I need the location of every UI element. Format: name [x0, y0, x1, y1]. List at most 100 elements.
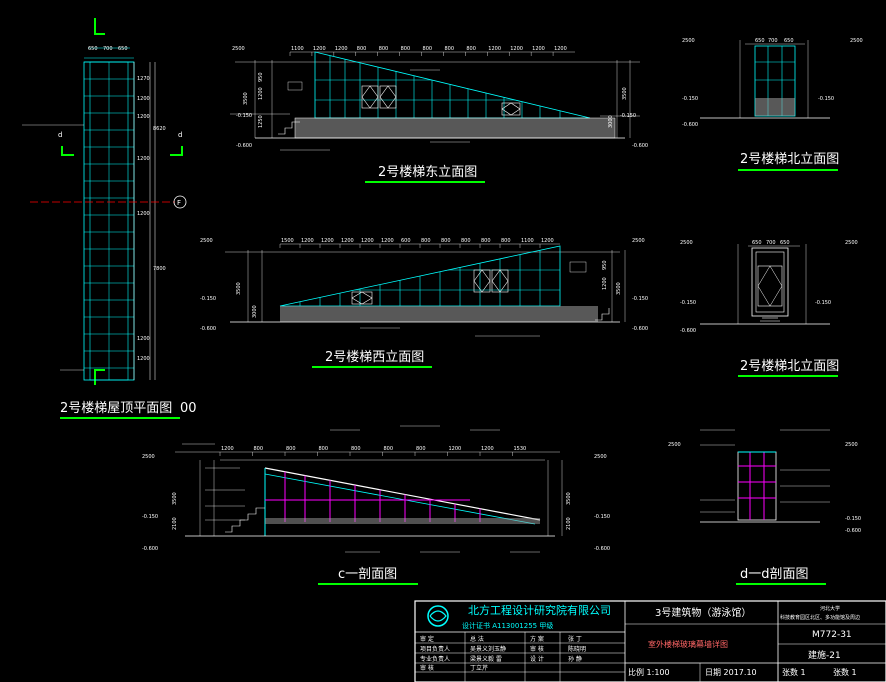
cell: 陈晓明 — [568, 645, 586, 653]
roof-plan-view: F d d 650 700 650 1270 1200 1200 1200 12… — [22, 18, 197, 419]
roof-top-dims: 650 700 650 — [88, 46, 128, 52]
level: -0.150 — [594, 514, 610, 520]
level: 2500 — [632, 238, 645, 244]
level: 2500 — [668, 442, 681, 448]
cell: 孙 静 — [568, 655, 582, 663]
level: -0.150 — [845, 516, 861, 522]
sheet-number: 张数 1 — [833, 667, 857, 677]
dim: 650 — [752, 240, 762, 246]
east-mullions — [315, 55, 561, 118]
cell: 审 定 — [420, 635, 434, 643]
dim: 3000 — [608, 115, 614, 128]
cell: 项目负责人 — [420, 645, 450, 653]
dim: 1200 — [321, 238, 334, 244]
dim: 1250 — [258, 115, 264, 128]
level: 2500 — [594, 454, 607, 460]
dim: 700 — [766, 240, 776, 246]
level: -0.600 — [236, 143, 252, 149]
scale: 比例 1:100 — [628, 667, 670, 677]
level: -0.600 — [594, 546, 610, 552]
dim: 950 — [602, 260, 608, 270]
dim: 700 — [768, 38, 778, 44]
dim: 1200 — [335, 46, 348, 52]
level: -0.600 — [632, 326, 648, 332]
cell: 吴景义刘玉静 — [470, 645, 506, 653]
dim: 800 — [416, 446, 426, 452]
section-mark-top — [94, 18, 105, 35]
dim: 800 — [357, 46, 367, 52]
north2-title: 2号楼梯北立面图 — [740, 359, 839, 374]
section-d-leaders — [700, 429, 830, 513]
dim: 2100 — [172, 517, 178, 530]
dim: 800 — [421, 238, 431, 244]
dim: 600 — [401, 238, 411, 244]
dim: 800 — [481, 238, 491, 244]
dim: 650 — [755, 38, 765, 44]
dim: 800 — [423, 46, 433, 52]
dim: 1500 — [281, 238, 294, 244]
dim: 800 — [351, 446, 361, 452]
dim: 3000 — [252, 305, 258, 318]
cell: 丁立芹 — [470, 664, 488, 672]
dim: 650 — [88, 46, 98, 52]
level: 2500 — [200, 238, 213, 244]
level: -0.150 — [632, 296, 648, 302]
dim: 800 — [401, 46, 411, 52]
level: -0.600 — [680, 328, 696, 334]
dim: 1200 — [541, 238, 554, 244]
cell: 方 案 — [530, 635, 544, 643]
dim: 1200 — [554, 46, 567, 52]
level: -0.600 — [200, 326, 216, 332]
dim: 1200 — [532, 46, 545, 52]
dim: 1200 — [449, 446, 462, 452]
level: -0.150 — [142, 514, 158, 520]
dim: 1200 — [221, 446, 234, 452]
level: 2500 — [682, 38, 695, 44]
dim: 1200 — [137, 96, 150, 102]
drawing-number: M772-31 — [812, 630, 852, 640]
cell: 张 丁 — [568, 635, 582, 643]
level: 2500 — [845, 240, 858, 246]
dim: 1200 — [313, 46, 326, 52]
east-x-panels — [361, 85, 521, 116]
dim: 3500 — [172, 492, 178, 505]
client-line-2: 科技教育园区北区、多功能馆及周边 — [780, 614, 860, 621]
dim: 3500 — [243, 92, 249, 105]
dim: 1270 — [137, 76, 150, 82]
west-foundation — [280, 306, 598, 322]
sheet-code: 建施-21 — [808, 649, 841, 661]
dim-total: 8620 — [153, 126, 166, 132]
roof-plan-title: 2号楼梯屋顶平面图 — [60, 401, 172, 416]
dim: 1200 — [137, 356, 150, 362]
dim: 650 — [784, 38, 794, 44]
dim: 800 — [379, 46, 389, 52]
drawing-name: 室外楼梯玻璃幕墙详图 — [648, 639, 728, 649]
east-elev-title: 2号楼梯东立面图 — [378, 165, 477, 180]
dim: 650 — [118, 46, 128, 52]
level: -0.150 — [818, 96, 834, 102]
dim: 700 — [103, 46, 113, 52]
dim: 800 — [286, 446, 296, 452]
dim: 1100 — [291, 46, 304, 52]
dim: 800 — [254, 446, 264, 452]
dim: 1200 — [137, 336, 150, 342]
dim: 650 — [780, 240, 790, 246]
license: 设计证书 A113001255 甲级 — [462, 621, 553, 630]
axis-bubble-f — [173, 195, 187, 209]
dim: 1200 — [361, 238, 374, 244]
dim: 1200 — [137, 156, 150, 162]
level: 2500 — [680, 240, 693, 246]
dim: 800 — [384, 446, 394, 452]
level: -0.600 — [632, 143, 648, 149]
axis-d-right: d — [178, 131, 182, 139]
level: -0.150 — [236, 113, 252, 119]
level: -0.150 — [200, 296, 216, 302]
axis-f-label: F — [177, 199, 181, 207]
company-name: 北方工程设计研究院有限公司 — [468, 603, 611, 617]
section-d-steel — [738, 452, 776, 520]
dim: 1200 — [381, 238, 394, 244]
cell: 专业负责人 — [420, 655, 450, 663]
